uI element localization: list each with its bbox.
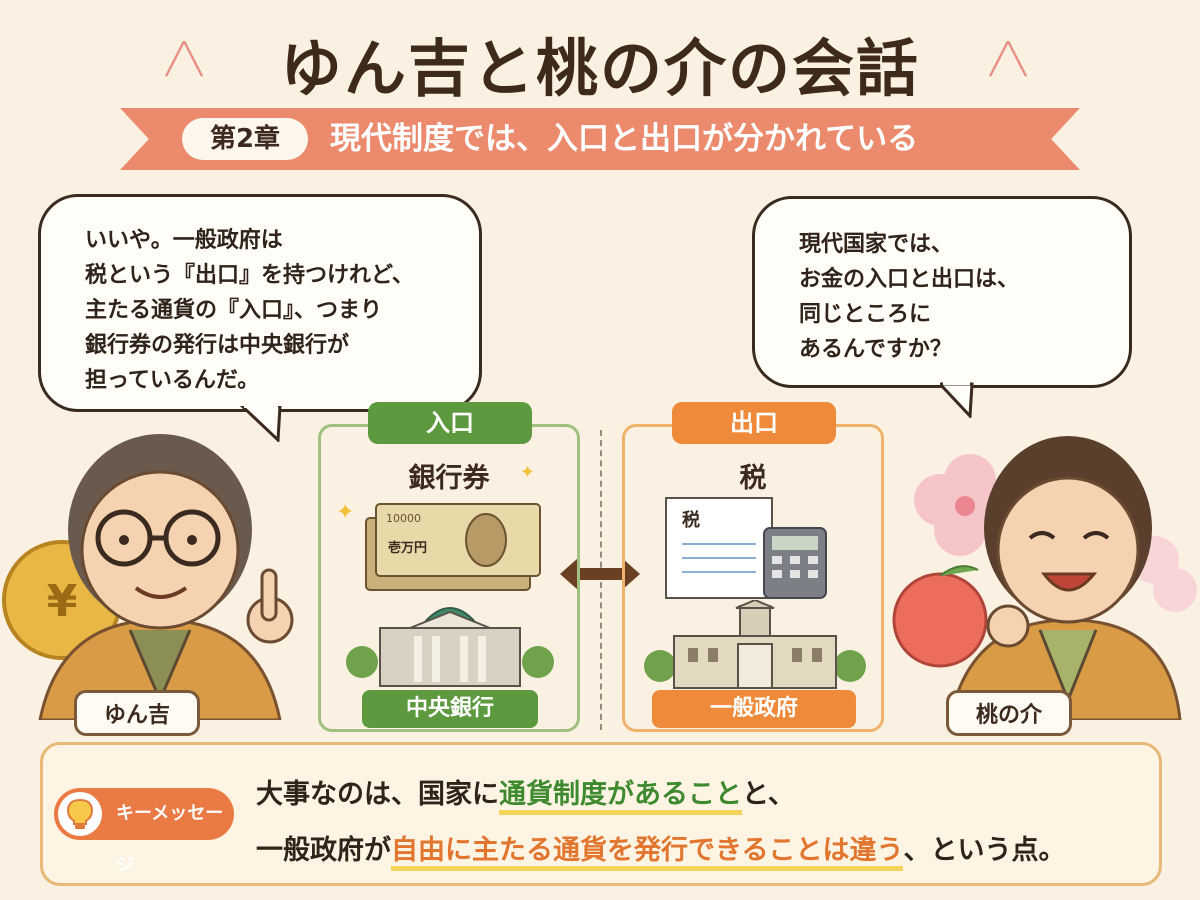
key-line1-highlight: 通貨制度があること — [499, 779, 742, 815]
speech-line: 銀行券の発行は中央銀行が — [85, 333, 350, 358]
exit-title: 税 — [739, 463, 767, 494]
momonosuke-bubble-tail — [940, 382, 974, 418]
yunkichi-nameplate: ゆん吉 — [74, 690, 200, 736]
speech-line: 主たる通貨の『入口』、つまり — [85, 298, 383, 323]
central-bank-building-icon — [346, 607, 554, 687]
exit-tag: 出口 — [672, 402, 836, 444]
yunkichi-speech-bubble: いいや。一般政府は 税という『出口』を持つけれど、 主たる通貨の『入口』、つまり… — [38, 194, 482, 412]
key-line2-suffix: 、という点。 — [903, 835, 1066, 866]
key-line1-suffix: と、 — [742, 779, 795, 810]
key-message-line2: 一般政府が自由に主たる通貨を発行できることは違う、という点。 — [256, 828, 1066, 871]
entrance-label: 中央銀行 — [362, 690, 538, 728]
sparkle-icon: ✦ — [520, 462, 536, 483]
tax-document-icon: 税 — [665, 497, 827, 599]
banknote-icon: 10000 壱万円 — [365, 503, 541, 591]
key-line1-prefix: 大事なのは、国家に — [256, 779, 499, 810]
key-message-line1: 大事なのは、国家に通貨制度があることと、 — [256, 772, 795, 815]
speech-line: あるんですか？ — [799, 337, 952, 362]
chapter-badge: 第2章 — [182, 118, 308, 160]
momonosuke-character — [892, 436, 1197, 720]
speech-line: 同じところに — [799, 302, 932, 327]
momonosuke-speech-bubble: 現代国家では、 お金の入口と出口は、 同じところに あるんですか？ — [752, 196, 1132, 388]
exit-label: 一般政府 — [652, 690, 856, 728]
sparkle-left-icon: ╱╲ — [166, 42, 203, 77]
yunkichi-character: ¥ — [2, 434, 294, 720]
speech-line: いいや。一般政府は — [85, 228, 283, 253]
page-title: ゆん吉と桃の介の会話 — [279, 32, 920, 105]
banknote-number: 10000 — [386, 512, 421, 525]
double-arrow-icon — [560, 558, 640, 590]
svg-text:¥: ¥ — [47, 576, 78, 627]
yunkichi-bubble-tail — [240, 406, 282, 442]
speech-line: お金の入口と出口は、 — [799, 267, 1020, 292]
banknote-kanji: 壱万円 — [388, 540, 427, 556]
entrance-tag: 入口 — [368, 402, 532, 444]
speech-line: 担っているんだ。 — [85, 368, 260, 393]
sparkle-right-icon: ╱╲ — [990, 42, 1027, 77]
key-line2-highlight: 自由に主たる通貨を発行できることは違う — [391, 835, 904, 871]
chapter-heading: 現代制度では、入口と出口が分かれている — [330, 121, 919, 157]
entrance-title: 銀行券 — [408, 463, 490, 494]
momonosuke-nameplate: 桃の介 — [946, 690, 1072, 736]
sparkle-icon: ✦ — [336, 500, 355, 525]
tax-doc-text: 税 — [682, 509, 700, 531]
speech-line: 現代国家では、 — [799, 232, 954, 257]
key-line2-prefix: 一般政府が — [256, 835, 391, 866]
peach-icon — [892, 572, 988, 668]
government-building-icon — [644, 600, 866, 689]
lightbulb-icon — [66, 798, 94, 829]
speech-line: 税という『出口』を持つけれど、 — [85, 263, 414, 288]
